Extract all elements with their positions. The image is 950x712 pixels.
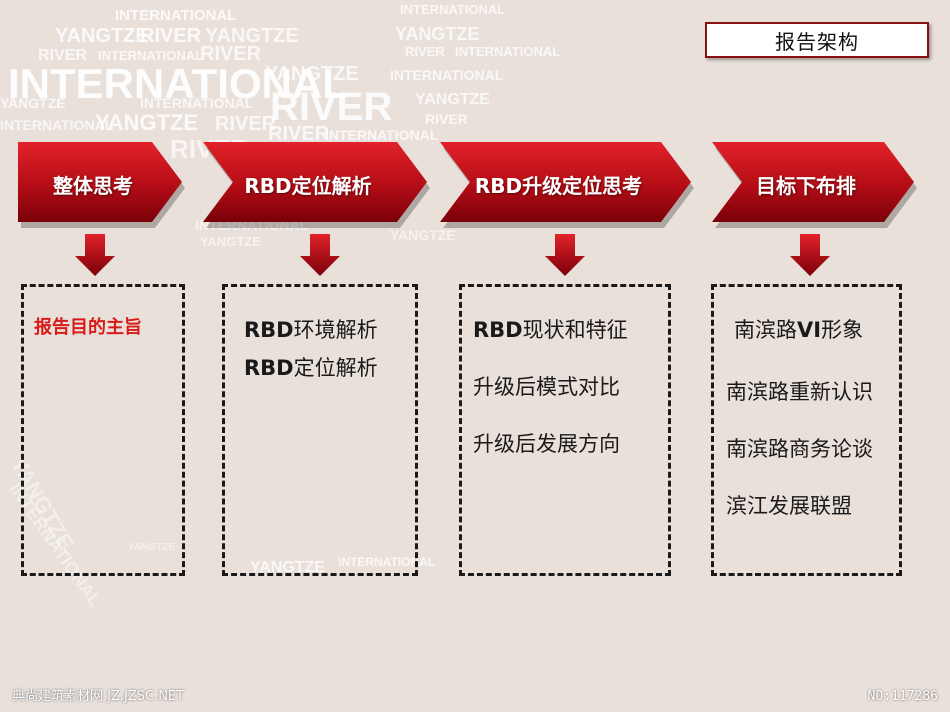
step-label: 整体思考 — [53, 173, 133, 198]
watermark-word: RIVER — [425, 111, 468, 127]
watermark-word: INTERNATIONAL — [400, 2, 505, 17]
watermark-word: RIVER — [268, 123, 330, 145]
content-box-target-layout: 南滨路VI形象 南滨路重新认识 南滨路商务论谈 滨江发展联盟 — [711, 284, 902, 576]
watermark-word: YANGTZE — [205, 25, 299, 47]
chevron-arrow-shape — [203, 142, 430, 228]
list-item: 南滨路重新认识 — [726, 380, 873, 404]
watermark-word: INTERNATIONAL — [8, 60, 348, 107]
watermark-word: INTERNATIONAL — [390, 67, 504, 83]
watermark-word: INTERNATIONAL — [0, 117, 114, 133]
watermark-word: YANGTZE — [250, 559, 325, 576]
watermark-word: RIVER — [405, 44, 445, 59]
watermark-word: INTERNATIONAL — [115, 7, 236, 24]
step-label: RBD定位解析 — [244, 173, 372, 198]
watermark-word: YANGTZE — [395, 24, 479, 44]
watermark-word: RIVER — [215, 113, 277, 135]
down-arrow-icon — [788, 234, 832, 278]
down-arrow-icon — [73, 234, 117, 278]
chevron-arrow-shape — [712, 142, 917, 228]
page-title: 报告架构 — [705, 22, 929, 58]
watermark-word: YANGTZE — [265, 63, 359, 85]
chevron-arrow-shape — [440, 142, 694, 228]
content-box-overall-thinking: 报告目的主旨 — [21, 284, 185, 576]
step-label: 目标下布排 — [756, 173, 856, 198]
watermark-word: INTERNATIONAL — [98, 48, 203, 63]
list-item: 升级后发展方向 — [473, 432, 620, 456]
watermark-word: YANGTZE — [128, 542, 175, 553]
footer-site-watermark: 典尚建筑素材网 JZ.JZSC.NET — [12, 689, 185, 704]
list-item: RBD定位解析 — [244, 356, 378, 380]
watermark-word: YANGTZE — [390, 227, 456, 243]
watermark-word: RIVER — [270, 85, 392, 129]
watermark-word: YANGTZE — [95, 110, 198, 135]
watermark-word: RIVER — [200, 43, 262, 65]
watermark-word: INTERNATIONAL — [140, 95, 254, 111]
watermark-word: YANGTZE — [0, 95, 66, 111]
step-chevron-target-layout: 目标下布排 — [712, 142, 918, 228]
footer-id-number: NO:117286 — [867, 689, 938, 704]
step-chevron-overall-thinking: 整体思考 — [18, 142, 186, 228]
watermark-word: YANGTZE — [200, 234, 261, 249]
step-chevron-rbd-upgrade: RBD升级定位思考 — [440, 142, 695, 228]
watermark-word: INTERNATIONAL — [455, 44, 560, 59]
list-item: 滨江发展联盟 — [726, 494, 852, 518]
down-arrow-icon — [543, 234, 587, 278]
watermark-word: YANGTZE — [55, 25, 149, 47]
chevron-arrow-shape — [18, 142, 185, 228]
watermark-word: RIVER — [38, 47, 87, 64]
list-item: 南滨路VI形象 — [734, 318, 864, 342]
step-chevron-rbd-positioning: RBD定位解析 — [203, 142, 431, 228]
watermark-word: INTERNATIONAL — [338, 555, 435, 569]
watermark-word: INTERNATIONAL — [325, 127, 439, 143]
content-box-rbd-positioning: RBD环境解析 RBD定位解析 — [222, 284, 418, 576]
list-item: 南滨路商务论谈 — [726, 437, 873, 461]
down-arrow-icon — [298, 234, 342, 278]
watermark-word: RIVER — [140, 25, 202, 47]
list-item: RBD环境解析 — [244, 318, 378, 342]
list-item: 升级后模式对比 — [473, 375, 620, 399]
list-item: 报告目的主旨 — [34, 317, 142, 338]
step-label: RBD升级定位思考 — [474, 173, 643, 198]
content-box-rbd-upgrade: RBD现状和特征 升级后模式对比 升级后发展方向 — [459, 284, 671, 576]
watermark-word: YANGTZE — [415, 91, 490, 108]
list-item: RBD现状和特征 — [473, 318, 628, 342]
